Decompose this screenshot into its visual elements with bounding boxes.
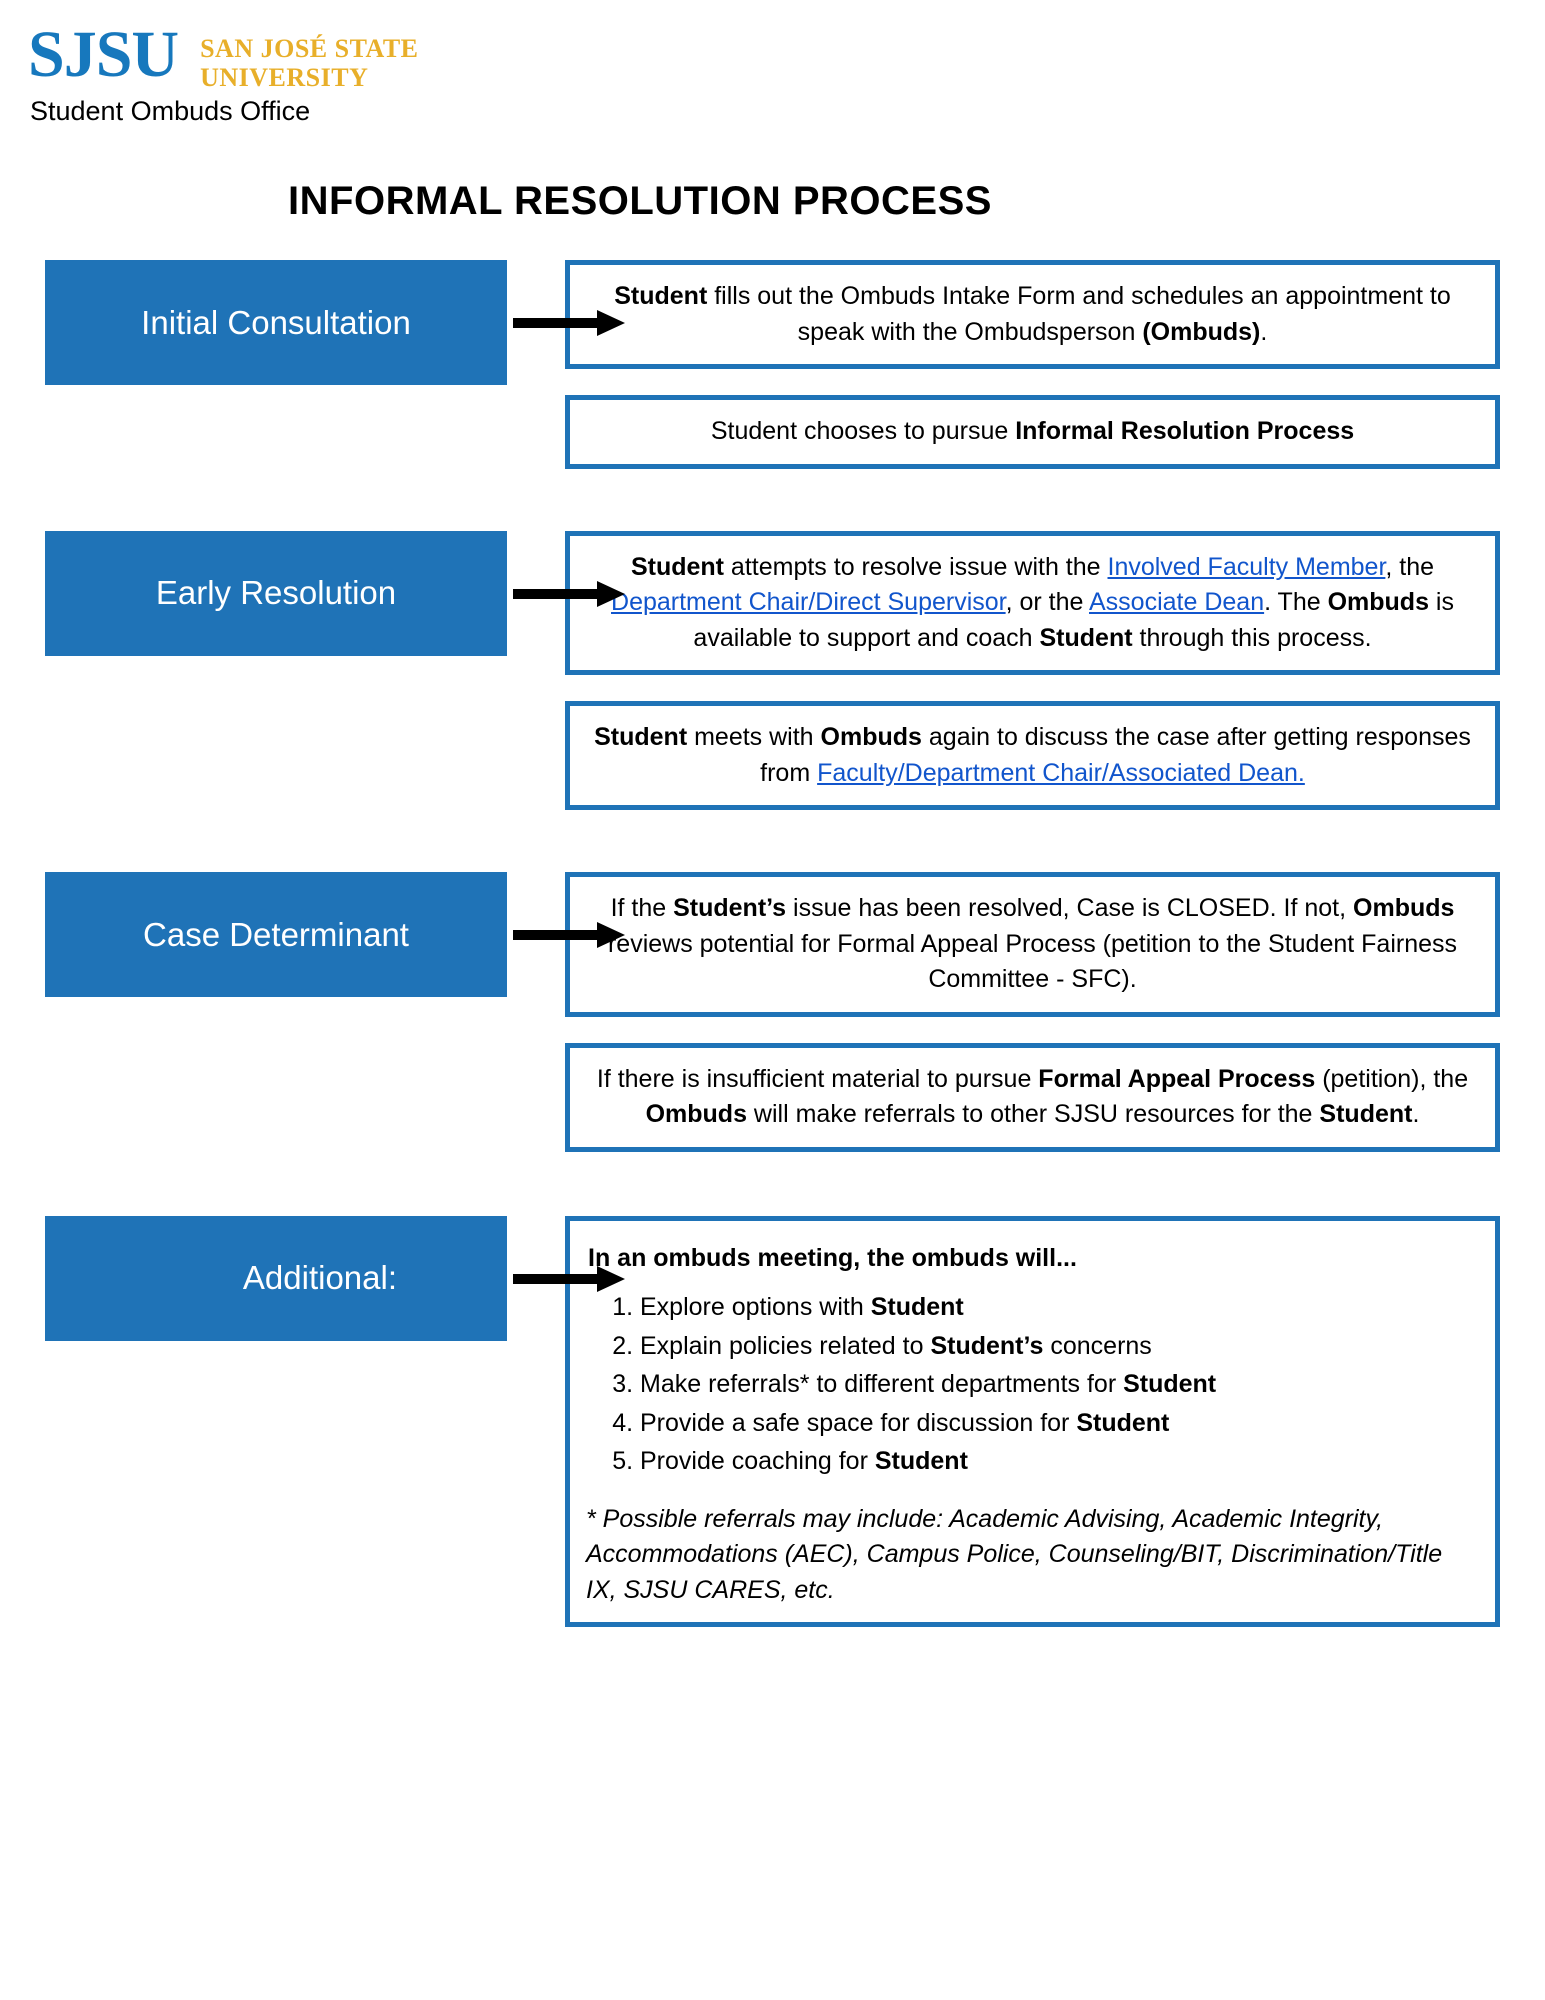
body-text: If the <box>610 894 674 923</box>
stage-content-column: Student attempts to resolve issue with t… <box>565 530 1500 811</box>
arrow-icon <box>513 310 625 337</box>
process-step-box: If there is insufficient material to pur… <box>565 1042 1500 1152</box>
stage-label-additional: Additional: <box>45 1215 507 1341</box>
arrow-icon <box>513 580 625 607</box>
arrow-icon <box>513 922 625 949</box>
process-step-box: If the Student’s issue has been resolved… <box>565 872 1500 1017</box>
body-text: meets with <box>687 723 821 752</box>
emphasis-text: Formal Appeal Process <box>1038 1064 1316 1093</box>
process-step-box: Student chooses to pursue Informal Resol… <box>565 395 1500 469</box>
body-text: . <box>1412 1100 1420 1129</box>
body-text: issue has been resolved, Case is CLOSED.… <box>786 894 1354 923</box>
arrow-icon <box>513 1265 625 1292</box>
sjsu-university-name: SAN JOSÉ STATE UNIVERSITY <box>200 24 418 92</box>
stage-label-column: Case Determinant <box>45 872 625 998</box>
inline-link[interactable]: Involved Faculty Member <box>1107 552 1386 581</box>
body-text: through this process. <box>1132 623 1372 652</box>
stage-content-column: In an ombuds meeting, the ombuds will...… <box>565 1215 1500 1628</box>
emphasis-text: Student <box>1319 1100 1413 1129</box>
stage-label-early-resolution: Early Resolution <box>45 530 507 656</box>
emphasis-text: Student <box>630 552 724 581</box>
body-text: , or the <box>1005 588 1089 617</box>
list-item: Provide a safe space for discussion for … <box>640 1406 1479 1442</box>
logo-line-2: UNIVERSITY <box>200 63 369 93</box>
process-step-box: Student fills out the Ombuds Intake Form… <box>565 260 1500 370</box>
emphasis-text: Student <box>594 723 688 752</box>
emphasis-text: Ombuds <box>645 1100 747 1129</box>
body-text: is available to support and coach <box>693 588 1454 652</box>
body-text: will make referrals to other SJSU resour… <box>746 1100 1320 1129</box>
emphasis-text: Student <box>1123 1370 1217 1399</box>
logo-line-1: SAN JOSÉ STATE <box>200 34 419 63</box>
page-header: SJSU SAN JOSÉ STATE UNIVERSITY Student O… <box>0 0 1545 127</box>
emphasis-text: Ombuds <box>1327 588 1429 617</box>
stage-label-initial-consultation: Initial Consultation <box>45 260 507 386</box>
sjsu-wordmark: SJSU <box>28 18 179 91</box>
section-early-resolution: Early Resolution Student attempts to res… <box>45 530 1500 811</box>
process-flow: Initial Consultation Student fills out t… <box>0 260 1545 1628</box>
referrals-footnote: * Possible referrals may include: Academ… <box>586 1504 1443 1604</box>
office-name: Student Ombuds Office <box>30 96 311 127</box>
process-step-box: Student meets with Ombuds again to discu… <box>565 701 1500 811</box>
body-text: , the <box>1385 552 1435 581</box>
stage-content-column: Student fills out the Ombuds Intake Form… <box>565 260 1500 469</box>
body-text: again to discuss the case after getting … <box>760 723 1471 787</box>
emphasis-text: Student’s <box>673 894 787 923</box>
emphasis-text: Ombuds <box>820 723 922 752</box>
emphasis-text: Student <box>1039 623 1133 652</box>
emphasis-text: Student <box>870 1293 964 1322</box>
list-item: Explain policies related to Student’s co… <box>640 1329 1479 1365</box>
stage-label-column: Additional: <box>45 1215 625 1341</box>
emphasis-text: Student <box>874 1447 968 1476</box>
inline-link[interactable]: Department Chair/Direct Supervisor <box>611 588 1006 617</box>
body-text: If there is insufficient material to pur… <box>596 1064 1039 1093</box>
section-initial-consultation: Initial Consultation Student fills out t… <box>45 260 1500 469</box>
list-item: Explore options with Student <box>640 1290 1479 1326</box>
section-additional: Additional: In an ombuds meeting, the om… <box>45 1215 1500 1628</box>
process-step-box: Student attempts to resolve issue with t… <box>565 530 1500 676</box>
section-case-determinant: Case Determinant If the Student’s issue … <box>45 872 1500 1152</box>
body-text: reviews potential for Formal Appeal Proc… <box>607 929 1458 994</box>
body-text: Provide coaching for <box>640 1447 875 1476</box>
body-text: . The <box>1264 588 1328 617</box>
list-item: Make referrals* to different departments… <box>640 1367 1479 1403</box>
additional-info-box: In an ombuds meeting, the ombuds will...… <box>565 1215 1500 1628</box>
body-text: Explain policies related to <box>640 1331 931 1360</box>
emphasis-text: Student’s <box>930 1331 1044 1360</box>
body-text: . <box>1260 317 1268 346</box>
sjsu-logo: SJSU SAN JOSÉ STATE UNIVERSITY <box>28 18 1545 92</box>
inline-link[interactable]: Associate Dean <box>1089 588 1265 617</box>
inline-link[interactable]: Faculty/Department Chair/Associated Dean… <box>817 758 1305 787</box>
body-text: attempts to resolve issue with the <box>723 552 1108 581</box>
stage-label-case-determinant: Case Determinant <box>45 872 507 998</box>
body-text: concerns <box>1043 1331 1152 1360</box>
stage-label-column: Initial Consultation <box>45 260 625 386</box>
emphasis-text: (Ombuds) <box>1142 317 1261 346</box>
stage-label-column: Early Resolution <box>45 530 625 656</box>
page-title: INFORMAL RESOLUTION PROCESS <box>288 179 992 224</box>
list-item: Provide coaching for Student <box>640 1444 1479 1480</box>
emphasis-text: Student <box>614 282 708 311</box>
body-text: fills out the Ombuds Intake Form and sch… <box>707 282 1451 346</box>
body-text: Student chooses to pursue <box>710 417 1016 446</box>
body-text: Explore options with <box>640 1293 871 1322</box>
body-text: (petition), the <box>1315 1064 1469 1093</box>
emphasis-text: Ombuds <box>1353 894 1455 923</box>
additional-heading: In an ombuds meeting, the ombuds will... <box>588 1243 1077 1272</box>
stage-content-column: If the Student’s issue has been resolved… <box>565 872 1500 1152</box>
emphasis-text: Student <box>1076 1408 1170 1437</box>
body-text: Make referrals* to different departments… <box>640 1370 1124 1399</box>
emphasis-text: Informal Resolution Process <box>1015 417 1355 446</box>
ombuds-actions-list: Explore options with StudentExplain poli… <box>604 1290 1479 1480</box>
body-text: Provide a safe space for discussion for <box>640 1408 1077 1437</box>
